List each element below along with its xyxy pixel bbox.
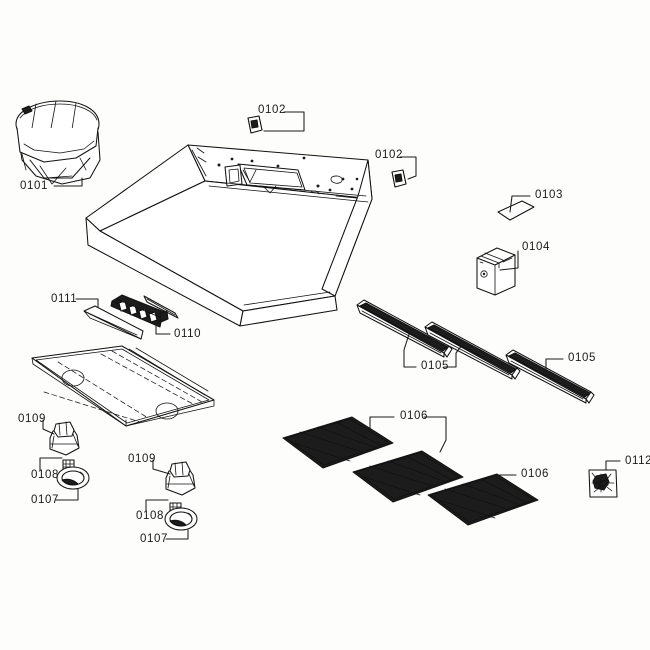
label-0110: 0110 [174, 328, 201, 340]
part-0105-rail-bar-mid [424, 321, 521, 380]
label-texts: 0101 0102 0102 0103 0104 0105 0105 0106 … [18, 104, 650, 545]
label-0106-group: 0106 [400, 410, 428, 422]
label-0105-left: 0105 [421, 360, 449, 372]
part-0111-trim-strip [83, 305, 144, 340]
leader-lines [39, 111, 621, 540]
part-0104-electrical-junction-box [476, 247, 516, 296]
part-0101-blower-motor-assembly [15, 100, 101, 185]
part-0102-mounting-clip-upper [247, 115, 263, 134]
label-0109-right: 0109 [128, 453, 156, 465]
part-0109-lamp-socket-right [165, 461, 196, 496]
label-0102-lower: 0102 [375, 149, 403, 161]
label-0112: 0112 [625, 455, 650, 467]
part-0107-lamp-gasket-ring-right [164, 507, 198, 531]
part-0112-hardware-screw-pack [588, 469, 618, 498]
label-0111: 0111 [51, 293, 77, 305]
part-0106-grease-filter-mat-left [282, 416, 394, 469]
part-0109-lamp-socket-left [49, 421, 80, 456]
label-0107-left: 0107 [31, 494, 59, 506]
bottom-panel [31, 345, 215, 427]
part-0106-grease-filter-mat-right [427, 473, 539, 526]
label-0104: 0104 [522, 241, 550, 253]
part-0107-lamp-gasket-ring-left [56, 466, 90, 490]
label-0108-left: 0108 [31, 469, 59, 481]
part-0106-grease-filter-mat-mid [352, 450, 464, 503]
label-0109-left: 0109 [18, 413, 46, 425]
part-0103-flat-damper-plate [497, 200, 535, 221]
label-0105-right: 0105 [568, 352, 596, 364]
label-0107-right: 0107 [140, 533, 168, 545]
label-0103: 0103 [535, 189, 563, 201]
label-0106-right: 0106 [521, 468, 549, 480]
part-0102-mounting-clip-lower [391, 169, 407, 188]
label-0102-upper: 0102 [258, 104, 286, 116]
label-0108-right: 0108 [136, 510, 164, 522]
hood-body [85, 144, 373, 327]
label-0101: 0101 [20, 180, 48, 192]
part-0105-rail-bar-left [356, 299, 453, 358]
part-0110-control-switch-panel [110, 294, 169, 328]
